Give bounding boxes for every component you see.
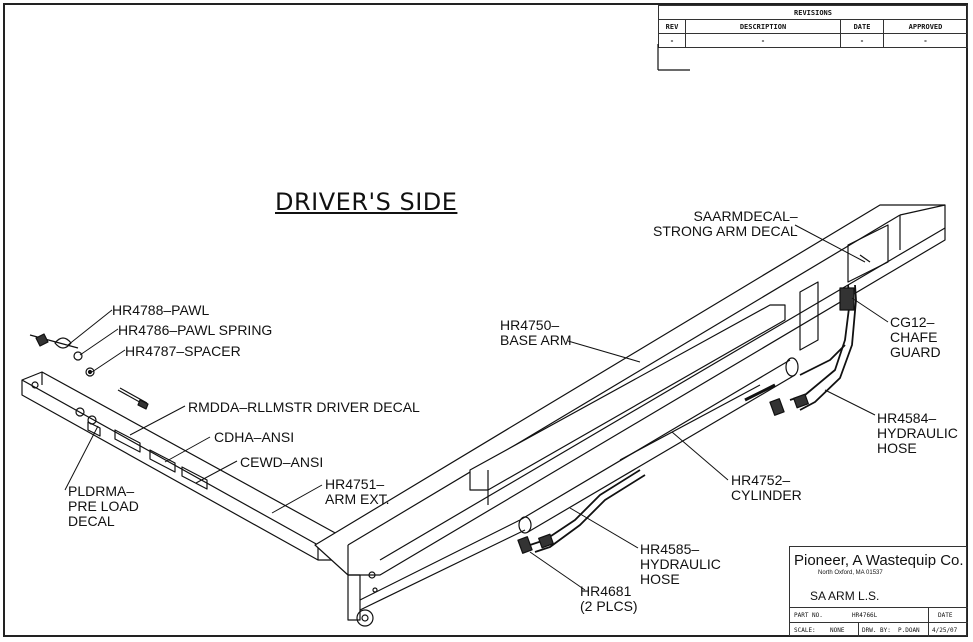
company-name: Pioneer, A Wastequip Co. (794, 552, 964, 569)
callout-rmdda-decal: RMDDA–RLLMSTR DRIVER DECAL (188, 399, 420, 415)
scale-row: SCALE: NONE DRW. BY: P.DOAN 4/25/07 (790, 622, 968, 637)
company-address: North Oxford, MA 01537 (818, 570, 883, 576)
callout-hr4751-line2: ARM EXT. (325, 491, 390, 507)
drawing-title: SA ARM L.S. (810, 589, 880, 603)
cylinder (518, 357, 799, 534)
base-arm (314, 204, 946, 627)
callout-hr4584-line3: HOSE (877, 440, 917, 456)
callout-cg12-line2: CHAFE (890, 329, 938, 345)
callout-hr4681-line2: (2 PLCS) (580, 598, 638, 614)
callout-hr4681: HR4681 (2 PLCS) (580, 584, 638, 614)
callout-cg12-line3: GUARD (890, 344, 941, 360)
approved-cell: - (883, 33, 968, 48)
callout-cewd-ansi: CEWD–ANSI (240, 454, 324, 470)
callout-saarmdecal: SAARMDECAL– STRONG ARM DECAL (653, 209, 798, 239)
callout-saarm-line1: SAARMDECAL– (693, 208, 798, 224)
callout-cdha-ansi: CDHA–ANSI (214, 429, 295, 445)
scale-label: SCALE: (794, 627, 816, 634)
date-value: 4/25/07 (932, 627, 958, 634)
callout-hr4584-hose: HR4584– HYDRAULIC HOSE (877, 411, 958, 456)
part-no-label: PART NO. (794, 612, 823, 619)
title-block-divider (928, 608, 929, 622)
callout-hr4585-line2: HYDRAULIC (640, 556, 721, 572)
callout-hr4752-line1: HR4752– (731, 472, 791, 488)
callout-saarm-line2: STRONG ARM DECAL (653, 223, 798, 239)
callout-cg12-chafe-guard: CG12– CHAFE GUARD (890, 315, 941, 360)
rev-cell: - (658, 33, 686, 48)
callout-hr4585-line3: HOSE (640, 571, 680, 587)
callout-hr4750-line2: BASE ARM (500, 332, 572, 348)
callout-hr4751-line1: HR4751– (325, 476, 385, 492)
title-block-divider (858, 623, 859, 637)
callout-hr4752-line2: CYLINDER (731, 487, 802, 503)
callout-pldrma-line1: PLDRMA– (68, 483, 135, 499)
scale-value: NONE (830, 627, 845, 634)
drawn-by-label: DRW. BY: (862, 627, 891, 634)
callout-hr4786-pawl-spring: HR4786–PAWL SPRING (118, 322, 273, 338)
hose-fittings (517, 287, 855, 554)
callout-hr4750-base-arm: HR4750– BASE ARM (500, 318, 572, 348)
title-block-divider (928, 623, 929, 637)
callout-hr4787-spacer: HR4787–SPACER (125, 343, 241, 359)
drawing-frame (3, 3, 968, 637)
callout-hr4751-arm-ext: HR4751– ARM EXT. (325, 477, 390, 507)
callout-pldrma-line3: DECAL (68, 513, 115, 529)
callout-hr4788-pawl: HR4788–PAWL (112, 302, 210, 318)
revisions-table: REVISIONS REV DESCRIPTION DATE APPROVED … (658, 5, 968, 48)
part-number-row: PART NO. HR4766L DATE (790, 607, 968, 622)
callout-hr4584-line1: HR4584– (877, 410, 937, 426)
view-heading: DRIVER'S SIDE (275, 188, 458, 216)
leader-lines (64, 224, 889, 591)
drawn-by-value: P.DOAN (898, 627, 920, 634)
pawl-parts (29, 333, 149, 410)
callout-pldrma-line2: PRE LOAD (68, 498, 139, 514)
callout-hr4584-line2: HYDRAULIC (877, 425, 958, 441)
title-block: Pioneer, A Wastequip Co. North Oxford, M… (789, 546, 968, 637)
part-no-value: HR4766L (852, 612, 878, 619)
callout-hr4750-line1: HR4750– (500, 317, 560, 333)
callout-hr4585-line1: HR4585– (640, 541, 700, 557)
callout-cg12-line1: CG12– (890, 314, 935, 330)
callout-pldrma-decal: PLDRMA– PRE LOAD DECAL (68, 484, 139, 529)
callout-hr4681-line1: HR4681 (580, 583, 632, 599)
date-label: DATE (938, 612, 953, 619)
callout-hr4585-hose: HR4585– HYDRAULIC HOSE (640, 542, 721, 587)
callout-hr4752-cylinder: HR4752– CYLINDER (731, 473, 802, 503)
